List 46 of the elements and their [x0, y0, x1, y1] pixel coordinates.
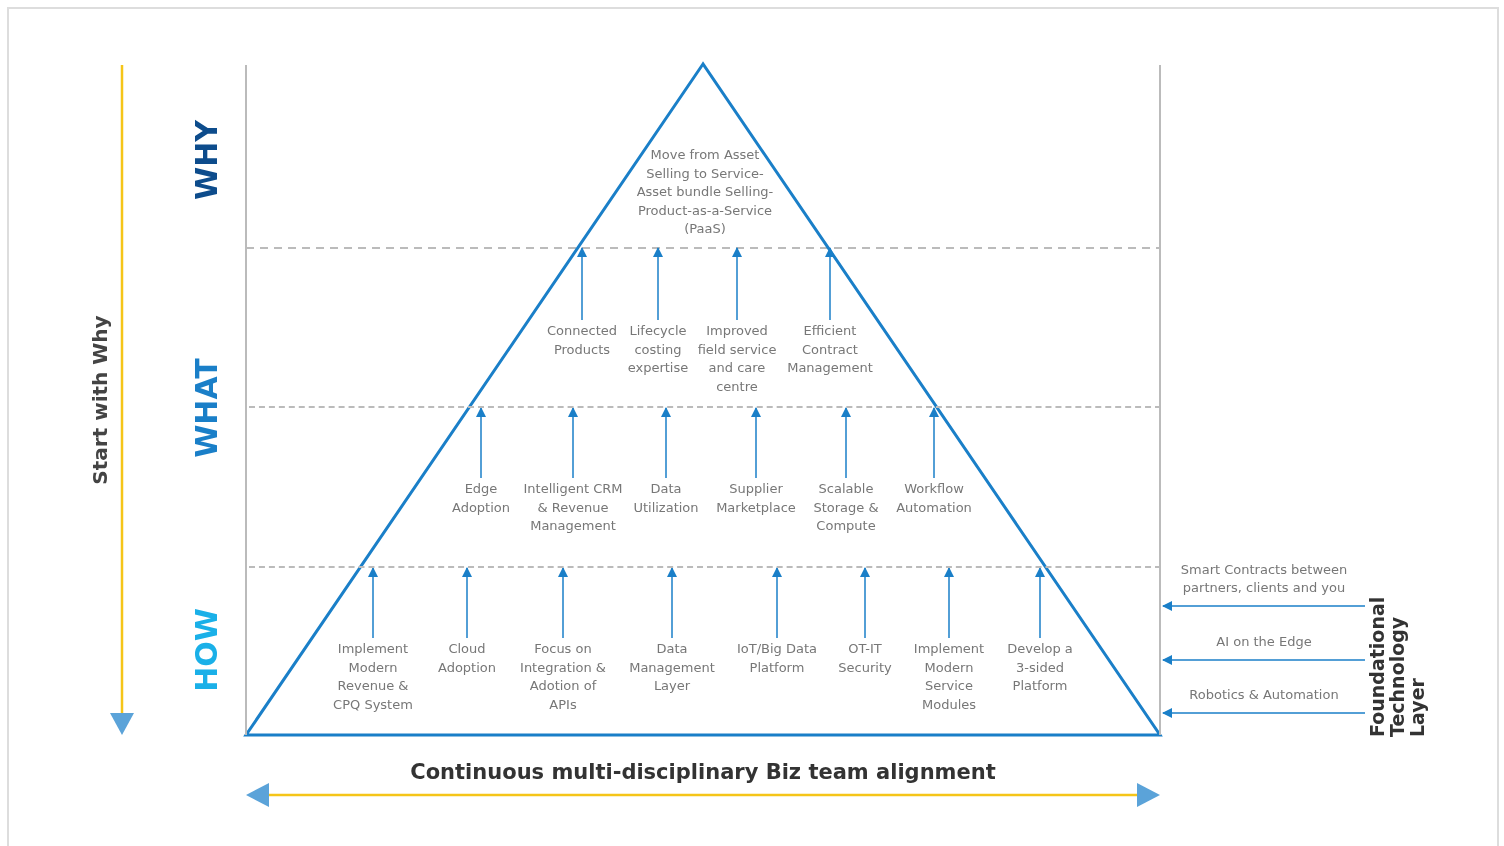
arrow [1162, 655, 1366, 665]
axis-label: Continuous multi-disciplinary Biz team alignment [410, 760, 996, 784]
section-heading: WHAT [188, 358, 224, 458]
arrow [732, 247, 742, 321]
arrow [368, 567, 378, 639]
arrow [558, 567, 568, 639]
initiative-text: Edge Adoption [446, 480, 516, 517]
arrow [1162, 601, 1366, 611]
initiative-text: Scalable Storage & Compute [808, 480, 884, 536]
section-heading: WHY [188, 120, 224, 200]
initiative-text: Develop a 3-sided Platform [1002, 640, 1078, 696]
section-heading: HOW [188, 608, 224, 692]
initiative-text: IoT/Big Data Platform [735, 640, 819, 677]
initiative-text: Cloud Adoption [432, 640, 502, 677]
initiative-text: Improved field service and care centre [695, 322, 779, 396]
arrow [751, 407, 761, 479]
initiative-text: Intelligent CRM & Revenue Management [523, 480, 623, 536]
arrow [1162, 708, 1366, 718]
arrow [476, 407, 486, 479]
layer-title: Foundational Technology Layer [1367, 567, 1427, 737]
arrow [568, 407, 578, 479]
initiative-text: Lifecycle costing expertise [627, 322, 689, 378]
initiative-text: Workflow Automation [892, 480, 976, 517]
initiative-text: Focus on Integration & Adotion of APIs [517, 640, 609, 714]
axis-label: Start with Why [88, 315, 112, 485]
initiative-text: Implement Modern Service Modules [911, 640, 987, 714]
initiative-text: OT-IT Security [835, 640, 895, 677]
initiative-text: Efficient Contract Management [784, 322, 876, 378]
initiative-text: Supplier Marketplace [711, 480, 801, 517]
arrow [1035, 567, 1045, 639]
goal-text: Move from Asset Selling to Service-Asset bundle Selling-Product-as-a-Service (PaaS) [635, 146, 775, 238]
arrow [667, 567, 677, 639]
arrow [929, 407, 939, 479]
arrow [860, 567, 870, 639]
arrow [772, 567, 782, 639]
arrow [944, 567, 954, 639]
arrow [577, 247, 587, 321]
arrow [661, 407, 671, 479]
arrow [653, 247, 663, 321]
initiative-text: Implement Modern Revenue & CPQ System [328, 640, 418, 714]
initiative-text: Data Utilization [629, 480, 703, 517]
initiative-text: Connected Products [542, 322, 622, 359]
initiative-text: Data Management Layer [626, 640, 718, 696]
arrow [825, 247, 835, 321]
arrow [841, 407, 851, 479]
arrow [462, 567, 472, 639]
